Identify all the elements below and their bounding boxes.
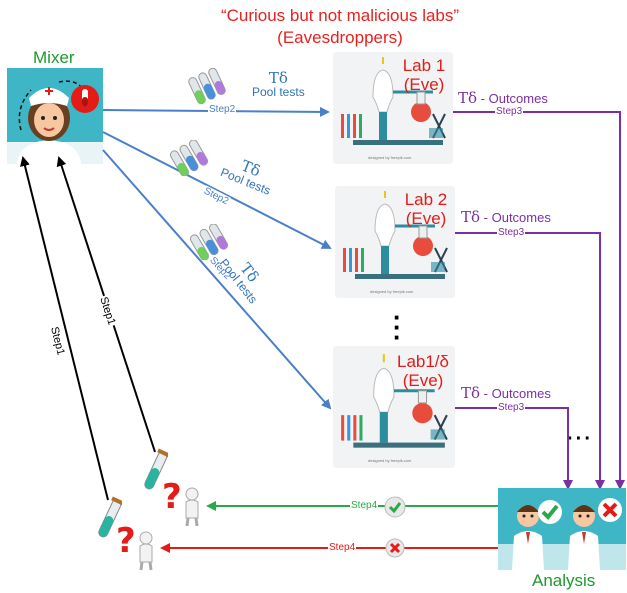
step2-label-1: Step2: [208, 104, 237, 115]
step3-arrow-1: [453, 111, 625, 490]
doctor-icon: [568, 505, 600, 570]
svg-text:?: ?: [162, 477, 182, 517]
sample-tube-icon: [96, 496, 125, 542]
lab-card-2: Lab 2(Eve) designed by freepik.com: [335, 186, 455, 298]
outcome-label-2: Tδ - Outcomes: [461, 208, 551, 226]
blood-tube-icon: [70, 84, 100, 114]
check-icon: [384, 496, 406, 518]
more-labs-dots: ···: [393, 302, 402, 352]
outcome-label-1: Tδ - Outcomes: [458, 89, 548, 107]
lab-name: Lab 2(Eve): [404, 190, 448, 228]
diagram-subtitle: (Eavesdroppers): [277, 28, 403, 47]
question-mark-person-icon: ?: [160, 476, 206, 528]
diagram-title: “Curious but not malicious labs”: [220, 6, 460, 25]
sample-tube-icon: [142, 448, 171, 494]
analysis-panel: [498, 488, 626, 570]
analysis-label: Analysis: [532, 571, 596, 590]
outcome-label-3: Tδ - Outcomes: [461, 384, 551, 402]
lab-equipment-icon: [343, 191, 448, 279]
step4-label-red: Step4: [328, 542, 357, 553]
doctor-icon: [512, 505, 544, 570]
mixer-label: Mixer: [33, 48, 75, 67]
cross-icon: [385, 538, 405, 558]
step3-label-3: Step3: [497, 402, 526, 413]
step3-arrow-3: [455, 407, 573, 490]
test-tubes-icon: [168, 139, 210, 177]
step3-label-1: Step3: [495, 106, 524, 117]
question-mark-person-icon: ?: [114, 520, 160, 572]
lab-card-1: Lab 1(Eve) designed by freepik.com: [333, 52, 453, 164]
lab-credit: designed by freepik.com: [368, 458, 412, 463]
test-tubes-icon: [188, 223, 230, 261]
lab-equipment-icon: [341, 57, 446, 145]
lab-name: Lab 1(Eve): [402, 56, 446, 94]
lab-credit: designed by freepik.com: [368, 155, 412, 160]
step1-arrow-1: [20, 156, 109, 501]
step3-arrow-2: [455, 232, 605, 490]
lab-name: Lab1/δ(Eve): [396, 352, 449, 390]
step4-label-green: Step4: [350, 500, 379, 511]
test-tubes-icon: [186, 67, 228, 105]
step2-arrow-3: [102, 149, 332, 410]
lab-credit: designed by freepik.com: [370, 289, 414, 294]
more-outcomes-dots: ···: [567, 428, 593, 450]
lab-equipment-icon: [341, 354, 448, 448]
lab-card-3: Lab1/δ(Eve) designed by freepik.com: [333, 346, 455, 468]
step3-label-2: Step3: [497, 227, 526, 238]
svg-text:?: ?: [116, 521, 136, 561]
